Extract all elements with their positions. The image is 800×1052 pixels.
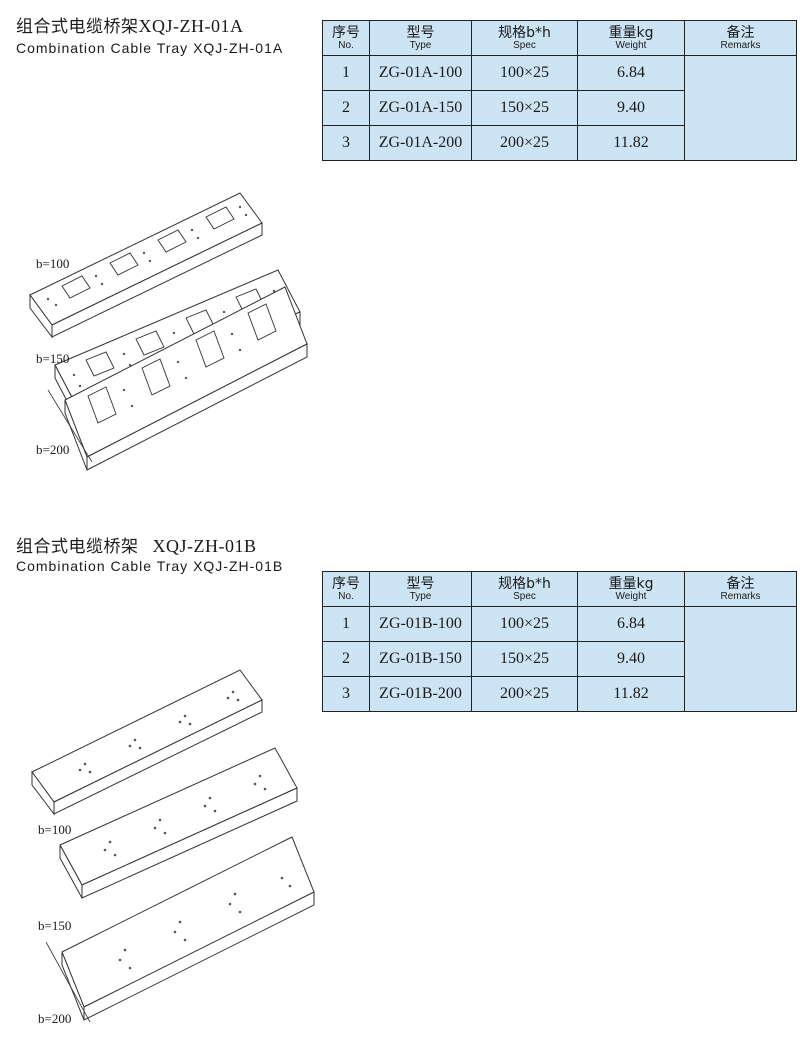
cell-remarks <box>684 55 797 161</box>
section-a-tray-drawing <box>29 192 308 471</box>
cell-spec: 100×25 <box>471 55 578 91</box>
cell-no: 3 <box>322 676 370 712</box>
cell-remarks <box>684 606 797 712</box>
tray-b100 <box>29 192 263 339</box>
tray-b200 <box>47 286 308 471</box>
cell-weight: 9.40 <box>577 641 685 677</box>
cell-type: ZG-01A-200 <box>369 125 472 161</box>
section-b-title-cn: 组合式电缆桥架 XQJ-ZH-01B <box>16 532 257 557</box>
cell-weight: 6.84 <box>577 55 685 91</box>
cell-spec: 150×25 <box>471 641 578 677</box>
cell-weight: 6.84 <box>577 606 685 642</box>
table-row: 1 ZG-01A-100 100×25 6.84 <box>322 55 797 161</box>
tray-b200 <box>45 836 315 1023</box>
section-a-title-en: Combination Cable Tray XQJ-ZH-01A <box>16 40 284 56</box>
cell-type: ZG-01A-100 <box>369 55 472 91</box>
label-b100: b=100 <box>38 822 72 837</box>
table-row: 3 ZG-01B-200 200×25 11.82 <box>322 676 797 712</box>
section-a-title-cn-text: 组合式电缆桥架 <box>16 17 139 37</box>
tray-b100 <box>31 669 263 816</box>
cell-spec: 200×25 <box>471 125 578 161</box>
section-a-title-cn: 组合式电缆桥架XQJ-ZH-01A <box>16 12 243 37</box>
cell-type: ZG-01B-100 <box>369 606 472 642</box>
cell-type: ZG-01A-150 <box>369 90 472 126</box>
table-row: 3 ZG-01A-200 200×25 11.82 <box>322 125 797 161</box>
label-b150: b=150 <box>38 918 72 933</box>
cell-weight: 11.82 <box>577 676 685 712</box>
label-b150: b=150 <box>36 351 70 366</box>
section-b-title-cn-text: 组合式电缆桥架 <box>16 537 139 557</box>
cell-no: 1 <box>322 606 370 642</box>
section-a-title-code: XQJ-ZH-01A <box>138 16 244 36</box>
cell-no: 2 <box>322 90 370 126</box>
cell-spec: 150×25 <box>471 90 578 126</box>
label-b200: b=200 <box>38 1011 72 1026</box>
cell-no: 1 <box>322 55 370 91</box>
cell-weight: 9.40 <box>577 90 685 126</box>
table-row: 1 ZG-01B-100 100×25 6.84 <box>322 606 797 712</box>
cell-no: 3 <box>322 125 370 161</box>
label-b100: b=100 <box>36 256 70 271</box>
label-b200: b=200 <box>36 442 70 457</box>
cell-spec: 100×25 <box>471 606 578 642</box>
cell-weight: 11.82 <box>577 125 685 161</box>
section-b-title-code: XQJ-ZH-01B <box>152 536 257 556</box>
tray-b150 <box>59 747 298 899</box>
section-b-title-en: Combination Cable Tray XQJ-ZH-01B <box>16 558 284 574</box>
section-b-tray-drawing <box>31 669 315 1023</box>
cell-type: ZG-01B-200 <box>369 676 472 712</box>
cell-spec: 200×25 <box>471 676 578 712</box>
cell-type: ZG-01B-150 <box>369 641 472 677</box>
